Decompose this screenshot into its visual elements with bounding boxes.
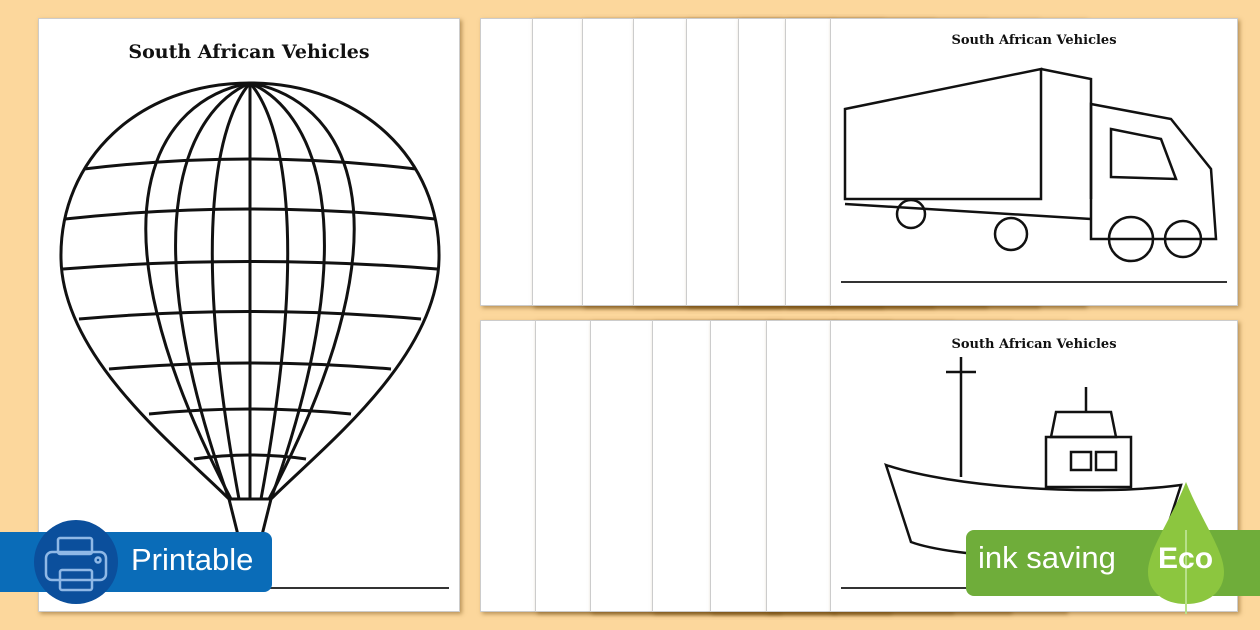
page-title: South African Vehicles — [951, 33, 1117, 48]
truck-drawing — [843, 67, 1218, 263]
printer-icon — [34, 520, 118, 604]
page-title: South African Vehicles — [128, 41, 370, 63]
page-title: South African Vehicles — [951, 337, 1117, 352]
printable-label: Printable — [131, 542, 254, 577]
balloon-page: South African Vehicles — [38, 18, 460, 612]
eco-label: Eco — [1158, 542, 1214, 575]
leaf-drop-icon — [1148, 482, 1224, 614]
ink-saving-label: ink saving — [978, 540, 1116, 575]
truck-page: South African Vehicles — [830, 18, 1238, 306]
